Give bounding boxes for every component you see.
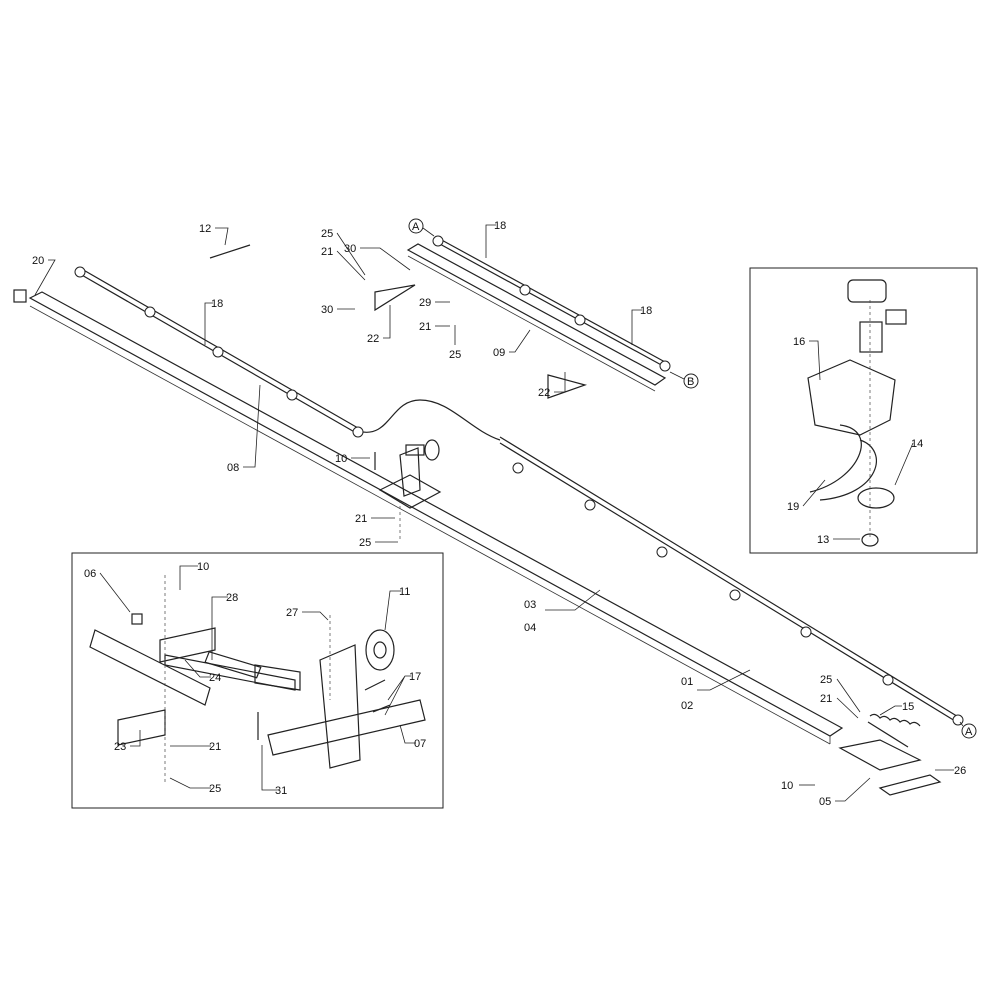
callout: 30 (344, 243, 356, 255)
ref-marker-a: A (965, 726, 973, 738)
callout: 25 (820, 674, 832, 686)
callout: 29 (419, 297, 431, 309)
callout: 13 (817, 534, 829, 546)
callout: 18 (494, 220, 506, 232)
callout: 25 (359, 537, 371, 549)
callout: 25 (209, 783, 221, 795)
ref-marker-a: A (412, 221, 420, 233)
callout: 21 (820, 693, 832, 705)
callout: 18 (211, 298, 223, 310)
callout: 10 (197, 561, 209, 573)
callout: 24 (209, 672, 221, 684)
callout: 12 (199, 223, 211, 235)
upper-bar-09 (209, 235, 671, 399)
callout: 07 (414, 738, 426, 750)
mount-detail (89, 575, 426, 785)
main-beam (13, 289, 844, 745)
reference-markers: A B A (408, 218, 977, 739)
ref-marker-b: B (687, 376, 694, 388)
spray-pipe (74, 266, 964, 726)
callout: 25 (321, 228, 333, 240)
callout: 09 (493, 347, 505, 359)
callout: 21 (355, 513, 367, 525)
callout: 27 (286, 607, 298, 619)
callout: 11 (399, 586, 410, 598)
callout: 31 (275, 785, 287, 797)
callout: 10 (781, 780, 793, 792)
callout: 03 (524, 599, 536, 611)
nozzle-detail (807, 279, 907, 547)
callout: 19 (787, 501, 799, 513)
callout: 23 (114, 741, 126, 753)
callout: 21 (321, 246, 333, 258)
callout: 26 (954, 765, 966, 777)
callout: 21 (419, 321, 431, 333)
callout: 15 (902, 701, 914, 713)
callout: 14 (911, 438, 923, 450)
callout: 20 (32, 255, 44, 267)
callout-labels: 12 25 21 30 30 22 29 21 25 18 09 18 22 2… (32, 220, 966, 808)
callout: 05 (819, 796, 831, 808)
callout: 04 (524, 622, 536, 634)
callout: 25 (449, 349, 461, 361)
callout: 21 (209, 741, 221, 753)
nozzles (74, 266, 964, 726)
callout: 02 (681, 700, 693, 712)
end-cap-20 (13, 289, 27, 303)
callout: 17 (409, 671, 421, 683)
inset-nozzle-detail (749, 267, 978, 554)
callout: 08 (227, 462, 239, 474)
callout: 10 (335, 453, 347, 465)
leader-lines (34, 224, 954, 802)
center-bracket (374, 439, 442, 540)
callout: 30 (321, 304, 333, 316)
inset-mount-detail (71, 552, 444, 809)
callout: 22 (538, 387, 550, 399)
callout: 18 (640, 305, 652, 317)
callout: 22 (367, 333, 379, 345)
callout: 16 (793, 336, 805, 348)
pulley (424, 439, 440, 461)
callout: 06 (84, 568, 96, 580)
callout: 01 (681, 676, 693, 688)
end-assembly (838, 713, 942, 796)
callout: 28 (226, 592, 238, 604)
